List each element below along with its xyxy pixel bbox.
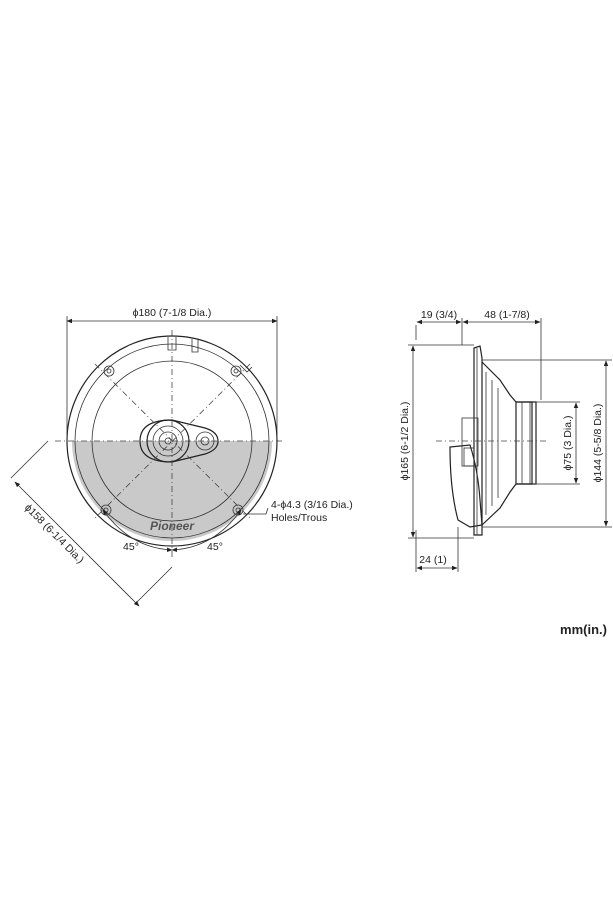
- front-view: Pioneer ϕ180 (7-1/8 Dia.) ϕ158 (6-1/4 Di…: [10, 307, 353, 607]
- mounting-hole-top-right: [230, 365, 242, 377]
- angle-left-label: 45°: [123, 541, 139, 553]
- holes-label-line2: Holes/Trous: [271, 512, 327, 524]
- mounting-flange: [473, 345, 483, 536]
- rim-notch-top: [191, 339, 199, 353]
- cutout-diameter-dimension-line: [14, 481, 140, 607]
- cutout-extension-2: [135, 566, 173, 604]
- basket-diameter-label: ϕ144 (5-5/8 Dia.): [592, 404, 604, 483]
- units-label: mm(in.): [560, 622, 607, 637]
- angle-arc-right: [171, 509, 242, 552]
- magnet-diameter-label: ϕ75 (3 Dia.): [562, 416, 574, 471]
- speaker-basket: [481, 361, 533, 526]
- angle-arc-left: [102, 509, 173, 552]
- rim-notch-top-left: [167, 337, 177, 351]
- angle-right-label: 45°: [207, 541, 223, 553]
- pioneer-logo: Pioneer: [150, 519, 195, 533]
- cutout-diameter-label: ϕ158 (6-1/4 Dia.): [22, 502, 86, 566]
- holes-leader-line: [243, 507, 269, 515]
- holes-label-line1: 4-ϕ4.3 (3/16 Dia.): [271, 499, 353, 511]
- magnet: [515, 401, 537, 485]
- flange-depth-label: 19 (3/4): [421, 309, 457, 321]
- side-view: 19 (3/4) 48 (1-7/8) 24 (1) ϕ165 (6-1/2 D…: [399, 309, 612, 572]
- cutout-extension-1: [10, 440, 49, 479]
- mounting-hole-top-left: [103, 365, 115, 377]
- mount-depth-label: 48 (1-7/8): [484, 309, 530, 321]
- grille-depth-label: 24 (1): [419, 554, 446, 566]
- rim-notch-right: [239, 364, 253, 373]
- grille-diameter-label: ϕ165 (6-1/2 Dia.): [399, 402, 411, 481]
- outer-diameter-label: ϕ180 (7-1/8 Dia.): [133, 307, 212, 319]
